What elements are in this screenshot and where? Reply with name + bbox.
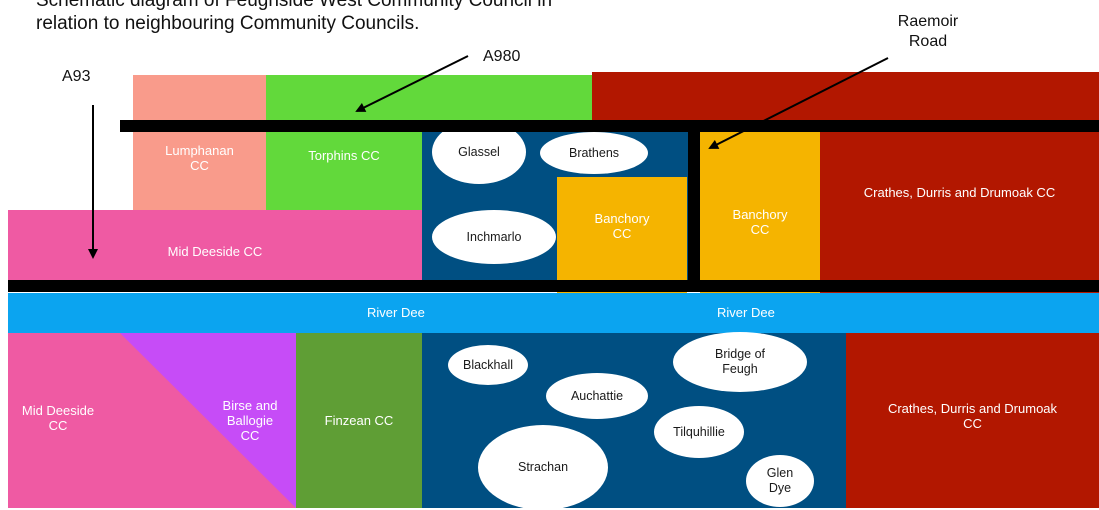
birse-ballogie-label: Birse and Ballogie CC: [222, 397, 278, 443]
crathes-north-label: Crathes, Durris and Drumoak CC: [863, 185, 1056, 200]
torphins-top-strip: [422, 75, 592, 124]
birse-ballogie-label-wrap: Birse and Ballogie CC: [206, 395, 294, 445]
crathes-north-top-strip: [592, 72, 1099, 124]
brathens-label: Brathens: [568, 145, 620, 160]
a980-road: [120, 120, 1099, 132]
inchmarlo-label: Inchmarlo: [466, 229, 522, 244]
torphins-label: Torphins CC: [308, 147, 380, 163]
mid-deeside-north-region: Mid Deeside CC: [8, 210, 422, 292]
a980-label: A980: [483, 48, 521, 65]
strachan-settlement: Strachan: [478, 425, 608, 510]
bridge-of-feugh-settlement: Bridge of Feugh: [673, 332, 807, 392]
glen-dye-label: Glen Dye: [766, 466, 794, 495]
tilquhillie-settlement: Tilquhillie: [654, 406, 744, 458]
blackhall-label: Blackhall: [462, 357, 514, 372]
crathes-south-label: Crathes, Durris and Drumoak CC: [887, 400, 1058, 431]
a93-label: A93: [62, 68, 91, 85]
mid-deeside-south-label: Mid Deeside CC: [21, 403, 95, 433]
auchattie-settlement: Auchattie: [546, 373, 648, 419]
glassel-label: Glassel: [458, 144, 500, 159]
mid-deeside-north-label: Mid Deeside CC: [167, 243, 263, 259]
river-dee: [8, 293, 1099, 333]
lumphanan-label: Lumphanan CC: [165, 142, 234, 173]
a93-road: [8, 280, 1099, 292]
birse-ballogie-region: [120, 333, 296, 508]
torphins-region: Torphins CC: [266, 75, 422, 210]
auchattie-label: Auchattie: [570, 388, 624, 403]
brathens-settlement: Brathens: [540, 132, 648, 174]
lumphanan-region: Lumphanan CC: [133, 75, 266, 210]
banchory-east-region: Banchory CC: [700, 130, 820, 293]
tilquhillie-label: Tilquhillie: [673, 424, 725, 439]
raemoir-road: [688, 124, 700, 292]
crathes-south-region: Crathes, Durris and Drumoak CC: [846, 333, 1099, 508]
banchory-west-label: Banchory CC: [594, 211, 650, 241]
mid-deeside-south-label-wrap: Mid Deeside CC: [12, 398, 104, 438]
finzean-label: Finzean CC: [324, 413, 394, 428]
raemoir-road-label: Raemoir Road: [897, 13, 959, 50]
diagram-title: Schematic diagram of Feughside West Comm…: [36, 0, 553, 34]
glen-dye-settlement: Glen Dye: [746, 455, 814, 507]
finzean-region: Finzean CC: [296, 333, 422, 508]
river-dee-label-west: River Dee: [367, 305, 425, 320]
strachan-label: Strachan: [517, 460, 569, 474]
bridge-of-feugh-label: Bridge of Feugh: [714, 347, 766, 376]
banchory-east-label: Banchory CC: [732, 206, 788, 237]
inchmarlo-settlement: Inchmarlo: [432, 210, 556, 264]
river-dee-label-east: River Dee: [717, 305, 775, 320]
banchory-west-region: Banchory CC: [557, 177, 687, 293]
blackhall-settlement: Blackhall: [448, 345, 528, 385]
